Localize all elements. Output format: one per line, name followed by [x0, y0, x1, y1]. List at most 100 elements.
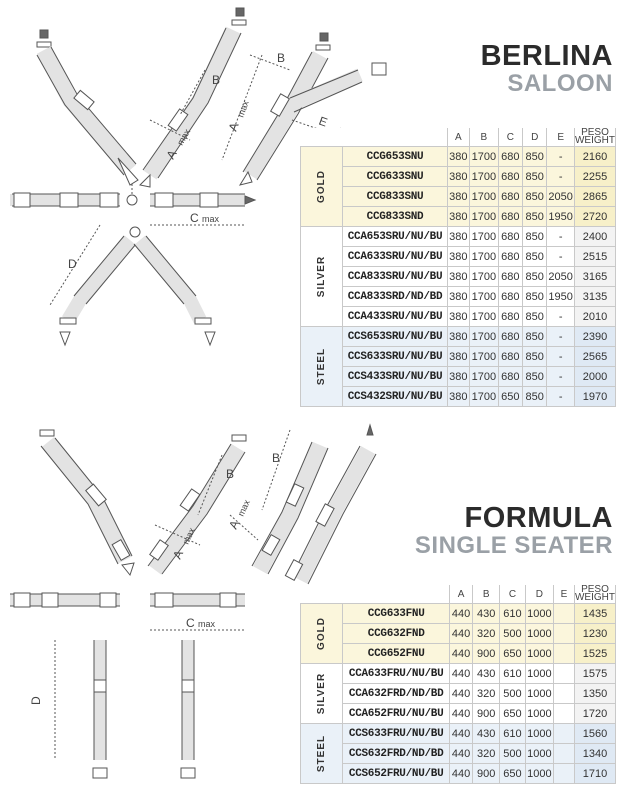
weight-cell: 1525 — [573, 643, 617, 664]
dimension-cell-a: 380 — [446, 226, 471, 247]
column-header: B — [472, 585, 501, 604]
dimension-cell-c: 610 — [499, 603, 526, 624]
crotch-straps — [59, 226, 216, 347]
svg-text:max: max — [235, 99, 250, 119]
dimension-cell-d: 1000 — [524, 743, 554, 764]
weight-cell: 2160 — [573, 146, 617, 167]
dimension-cell-c: 610 — [499, 663, 526, 684]
weight-cell: 1970 — [573, 386, 617, 407]
dimension-cell-d: 1000 — [524, 683, 554, 704]
dimension-cell-b: 1700 — [469, 246, 499, 267]
dimension-cell-a: 380 — [446, 206, 471, 227]
column-header: D — [524, 585, 554, 604]
dimension-cell-c: 680 — [497, 326, 524, 347]
dimension-cell-d: 850 — [521, 386, 548, 407]
dimension-cell-a: 380 — [446, 146, 471, 167]
dimension-cell-a: 380 — [446, 326, 471, 347]
group-label: GOLD — [299, 603, 344, 664]
dimension-cell-b: 430 — [472, 663, 501, 684]
header-spacer — [300, 128, 448, 147]
model-cell: CCS652FRU/NU/BU — [342, 763, 450, 784]
group-label: STEEL — [299, 326, 344, 407]
dimension-cell-a: 440 — [448, 643, 474, 664]
group-label-text: STEEL — [316, 347, 328, 386]
weight-cell: 2720 — [573, 206, 617, 227]
dimension-cell-c: 650 — [499, 643, 526, 664]
dimension-cell-d: 1000 — [524, 723, 554, 744]
dimension-cell-e: 2050 — [546, 266, 575, 287]
weight-cell: 1710 — [573, 763, 617, 784]
dimension-cell-b: 1700 — [469, 266, 499, 287]
model-cell: CCS653SRU/NU/BU — [342, 326, 448, 347]
sub-strap — [238, 32, 387, 186]
dimension-cell-b: 1700 — [469, 166, 499, 187]
weight-cell: 1350 — [573, 683, 617, 704]
dimension-cell-b: 320 — [472, 743, 501, 764]
model-cell: CCA653SRU/NU/BU — [342, 226, 448, 247]
dimension-cell-d: 850 — [521, 206, 548, 227]
dimension-cell-d: 1000 — [524, 663, 554, 684]
dimension-cell-a: 380 — [446, 366, 471, 387]
model-cell: CCG833SNU — [342, 186, 448, 207]
header-spacer — [300, 585, 450, 604]
column-header: B — [469, 128, 499, 147]
model-cell: CCS633SRU/NU/BU — [342, 346, 448, 367]
model-cell: CCA833SRU/NU/BU — [342, 266, 448, 287]
dimension-cell-a: 440 — [448, 603, 474, 624]
weight-cell: 2390 — [573, 326, 617, 347]
dimension-cell-c: 680 — [497, 266, 524, 287]
column-header: C — [499, 585, 526, 604]
dimension-cell-d: 850 — [521, 366, 548, 387]
column-header: D — [521, 128, 548, 147]
dimension-cell-b: 1700 — [469, 286, 499, 307]
dimension-cell-b: 320 — [472, 623, 501, 644]
weight-header-line: WEIGHT — [574, 592, 615, 603]
dimension-cell-b: 430 — [472, 723, 501, 744]
dimension-cell-b: 1700 — [469, 146, 499, 167]
dimension-cell-c: 500 — [499, 743, 526, 764]
group-label: SILVER — [299, 226, 344, 327]
dimension-cell-d: 850 — [521, 326, 548, 347]
dimension-cell-b: 1700 — [469, 226, 499, 247]
dimension-cell-c: 680 — [497, 346, 524, 367]
dimension-cell-e: - — [546, 226, 575, 247]
group-label-text: STEEL — [316, 734, 328, 773]
dimension-cell-e: 2050 — [546, 186, 575, 207]
group-label-text: GOLD — [316, 170, 328, 203]
dimension-cell-c: 610 — [499, 723, 526, 744]
dimension-cell-d: 850 — [521, 286, 548, 307]
dimension-cell-e — [552, 723, 575, 744]
model-cell: CCA633FRU/NU/BU — [342, 663, 450, 684]
model-cell: CCA433SRU/NU/BU — [342, 306, 448, 327]
dimension-cell-a: 440 — [448, 703, 474, 724]
dimension-cell-b: 900 — [472, 763, 501, 784]
model-cell: CCA632FRD/ND/BD — [342, 683, 450, 704]
dimension-cell-e — [552, 663, 575, 684]
dimension-cell-a: 380 — [446, 346, 471, 367]
dimension-cell-e: - — [546, 146, 575, 167]
dimension-cell-c: 500 — [499, 623, 526, 644]
dimension-cell-c: 680 — [497, 366, 524, 387]
dimension-cell-e: - — [546, 346, 575, 367]
weight-header-line: WEIGHT — [574, 135, 615, 146]
shoulder-strap-left — [36, 29, 139, 195]
dimension-cell-c: 680 — [497, 306, 524, 327]
dimension-cell-e: 1950 — [546, 286, 575, 307]
dimension-cell-b: 900 — [472, 703, 501, 724]
dimension-cell-d: 1000 — [524, 603, 554, 624]
group-label: SILVER — [299, 663, 344, 724]
weight-header-line: PESO — [581, 584, 609, 595]
